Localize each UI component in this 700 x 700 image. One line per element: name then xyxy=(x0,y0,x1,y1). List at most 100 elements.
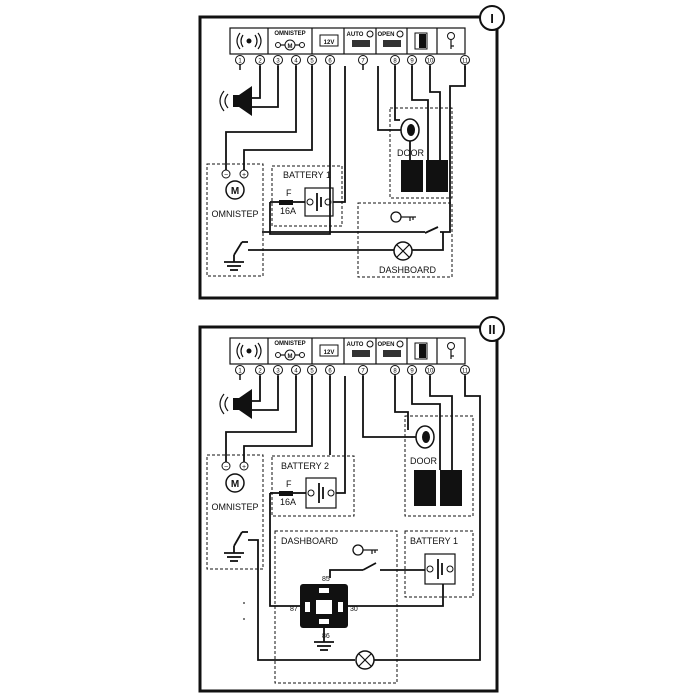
svg-text:12V: 12V xyxy=(324,350,335,356)
terminal-number-5: 5 xyxy=(310,369,314,375)
panel-ii: II OMNISTEP M 12V xyxy=(198,316,505,693)
panel-ii-roman: II xyxy=(488,322,495,337)
svg-text:+: + xyxy=(242,172,246,179)
battery-1-box xyxy=(404,530,474,598)
omnistep-box xyxy=(206,163,264,277)
dashboard-label: DASHBOARD xyxy=(281,536,339,546)
battery-1-label: BATTERY 1 xyxy=(283,170,331,180)
auto-mode-icon xyxy=(366,340,374,348)
ground-icon xyxy=(314,641,334,651)
terminal-number-6: 6 xyxy=(328,369,332,375)
scan-speck xyxy=(243,602,245,604)
battery-2-label: BATTERY 2 xyxy=(281,461,329,471)
omnistep-label: OMNISTEP xyxy=(211,502,258,512)
horn-icon xyxy=(219,389,252,419)
terminal-header: OMNISTEP M 12V AUTO OPEN xyxy=(229,337,470,380)
svg-text:M: M xyxy=(288,354,293,360)
terminal-number-2: 2 xyxy=(258,59,262,65)
terminal-number-2: 2 xyxy=(258,369,262,375)
remote-signal-icon xyxy=(236,32,262,50)
omnistep-motor-icon: M − + xyxy=(221,461,249,493)
panel-i-frame xyxy=(198,15,499,300)
terminal-number-11: 11 xyxy=(462,369,469,375)
door-icon xyxy=(414,342,428,360)
car-open-icon xyxy=(383,350,401,357)
relay-pin-87: 87 xyxy=(290,606,298,613)
relay-icon xyxy=(300,584,348,628)
ignition-key-icon xyxy=(390,211,416,223)
svg-text:M: M xyxy=(231,479,239,490)
door-icon xyxy=(414,32,428,50)
terminal-number-7: 7 xyxy=(361,369,365,375)
ignition-switch-icon xyxy=(362,562,377,571)
omnistep-box xyxy=(206,454,264,570)
open-mode-icon xyxy=(396,340,404,348)
terminal-number-5: 5 xyxy=(310,59,314,65)
battery-1-icon xyxy=(304,187,334,217)
door-contact-left xyxy=(414,470,436,506)
motor-icon: M xyxy=(275,349,305,361)
battery-2-box xyxy=(271,455,355,517)
battery-1-box xyxy=(271,165,343,227)
fuse-letter: F xyxy=(286,479,292,489)
relay-pin-30: 30 xyxy=(350,606,358,613)
panel-i-roman: I xyxy=(490,11,494,26)
open-mode-icon xyxy=(396,30,404,38)
door-switch-icon xyxy=(415,425,435,449)
relay-pin-86: 86 xyxy=(322,633,330,640)
omnistep-label: OMNISTEP xyxy=(211,209,258,219)
header-omnistep-label: OMNISTEP xyxy=(274,31,305,37)
terminal-number-10: 10 xyxy=(427,59,434,65)
dashboard-box xyxy=(357,202,453,278)
terminal-number-8: 8 xyxy=(393,59,397,65)
dashboard-box xyxy=(274,530,398,684)
svg-text:M: M xyxy=(288,44,293,50)
fuse-rating: 16A xyxy=(280,206,296,216)
door-label: DOOR xyxy=(410,456,438,466)
horn-icon xyxy=(219,86,252,116)
car-open-icon xyxy=(383,40,401,47)
remote-signal-icon xyxy=(236,342,262,360)
door-contact-right xyxy=(440,470,462,506)
svg-text:−: − xyxy=(224,172,228,179)
motor-icon: M xyxy=(275,39,305,51)
battery-1-icon xyxy=(424,553,456,585)
key-icon xyxy=(447,32,455,49)
dashboard-lamp-icon xyxy=(355,650,375,670)
svg-text:M: M xyxy=(231,186,239,197)
header-open-label: OPEN xyxy=(377,342,394,348)
terminal-number-3: 3 xyxy=(276,369,280,375)
fuse-letter: F xyxy=(286,188,292,198)
terminal-number-11: 11 xyxy=(462,59,469,65)
fuse-rating: 16A xyxy=(280,497,296,507)
battery-2-icon xyxy=(305,477,337,509)
door-contact-left xyxy=(401,160,423,192)
panel-i: I OMNISTEP M xyxy=(198,5,505,300)
svg-text:−: − xyxy=(224,464,228,471)
car-auto-icon xyxy=(352,350,370,357)
terminal-number-1: 1 xyxy=(238,369,242,375)
limit-switch-icon xyxy=(224,241,248,271)
header-auto-label: AUTO xyxy=(347,32,364,38)
terminal-number-6: 6 xyxy=(328,59,332,65)
limit-switch-icon xyxy=(224,531,248,562)
terminal-number-1: 1 xyxy=(238,59,242,65)
terminal-number-10: 10 xyxy=(427,369,434,375)
dashboard-lamp-icon xyxy=(393,241,413,261)
header-open-label: OPEN xyxy=(377,32,394,38)
terminal-number-7: 7 xyxy=(361,59,365,65)
door-box xyxy=(404,415,474,517)
terminal-number-8: 8 xyxy=(393,369,397,375)
dashboard-label: DASHBOARD xyxy=(379,265,437,275)
terminal-number-9: 9 xyxy=(410,59,414,65)
scan-speck xyxy=(243,618,245,620)
svg-text:+: + xyxy=(242,464,246,471)
terminal-number-4: 4 xyxy=(294,369,298,375)
battery-12v-icon: 12V xyxy=(319,344,339,357)
terminal-number-3: 3 xyxy=(276,59,280,65)
header-omnistep-label: OMNISTEP xyxy=(274,341,305,347)
ignition-switch-icon xyxy=(424,226,439,234)
battery-1-label: BATTERY 1 xyxy=(410,536,458,546)
